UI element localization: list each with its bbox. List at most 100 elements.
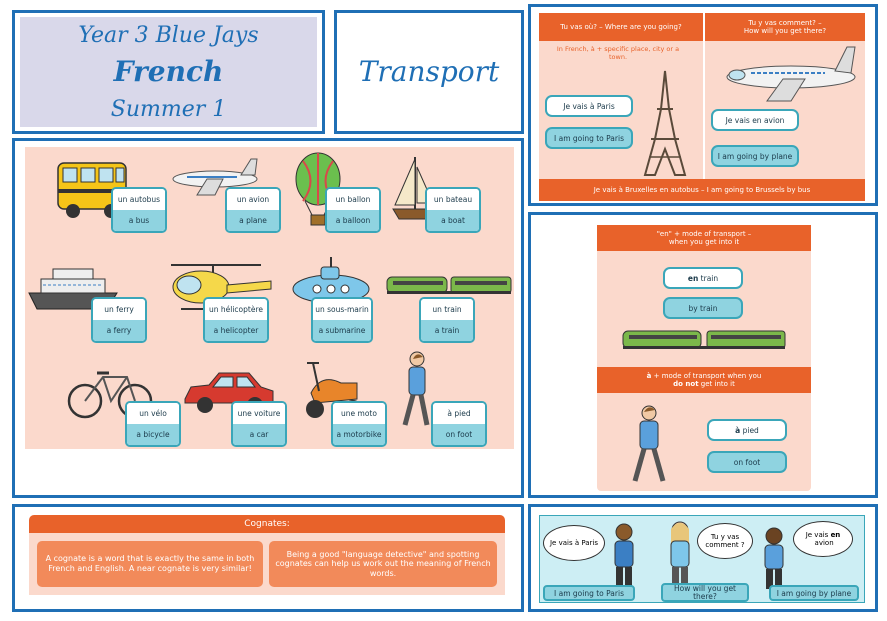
vocab-en: on foot: [433, 424, 485, 445]
vocab-card-plane: un avion a plane: [225, 187, 281, 233]
where-right-background: [705, 13, 865, 201]
a-word: à: [646, 371, 652, 380]
vocab-panel: un autobus a bus un avion a plane un bal…: [12, 138, 524, 498]
where-note: In French, à + specific place, city or a…: [556, 45, 680, 62]
vocab-en: a bicycle: [127, 424, 179, 445]
cognates-title: Cognates:: [29, 515, 505, 533]
vocab-fr: une moto: [333, 403, 385, 424]
by-train-en: by train: [663, 297, 743, 319]
vocab-card-car: une voiture a car: [231, 401, 287, 447]
vocab-en: a ferry: [93, 320, 145, 341]
vocab-en: a balloon: [327, 210, 379, 231]
vocab-card-bicycle: un vélo a bicycle: [125, 401, 181, 447]
a-header-text2: get into it: [698, 380, 735, 388]
en-header-line1: "en" + mode of transport –: [656, 229, 752, 238]
child-3-icon: [764, 527, 784, 589]
vocab-fr: un ferry: [93, 299, 145, 320]
en-word: en: [687, 273, 699, 283]
helicopter-icon: [171, 264, 272, 310]
vocab-fr: une voiture: [233, 403, 285, 424]
cognates-right: Being a good "language detective" and sp…: [269, 541, 497, 587]
where-panel: Tu vas où? – Where are you going? In Fre…: [528, 4, 878, 206]
a-word-2: à: [735, 425, 741, 435]
vocab-en: a plane: [227, 210, 279, 231]
en-header-line2: when you get into it: [668, 238, 740, 246]
walking-person-icon-large: [632, 405, 666, 482]
eiffel-tower-icon: [643, 70, 687, 176]
vocab-card-balloon: un ballon a balloon: [325, 187, 381, 233]
phrase-en-paris: I am going to Paris: [545, 127, 633, 149]
vocab-card-motorbike: une moto a motorbike: [331, 401, 387, 447]
bubble3-post: avion: [812, 539, 834, 547]
en-train-text: train: [698, 273, 719, 283]
vocab-fr: un train: [421, 299, 473, 320]
a-header-line2: do not get into it: [673, 380, 735, 388]
phrase-fr-plane: Je vais en avion: [711, 109, 799, 131]
walking-person-icon: [402, 351, 430, 426]
caption-3: I am going by plane: [769, 585, 859, 601]
term-title: Summer 1: [110, 97, 227, 122]
airplane-icon: [726, 46, 856, 102]
child-2-icon: [670, 521, 690, 587]
vocab-card-submarine: un sous-marin a submarine: [311, 297, 373, 343]
bubble3-text: Je vais en avion: [798, 531, 848, 547]
vocab-fr: un autobus: [113, 189, 165, 210]
en-a-panel: "en" + mode of transport – when you get …: [528, 212, 878, 498]
vocab-fr: un sous-marin: [313, 299, 371, 320]
where-right-header-line1: Tu y vas comment? –: [748, 18, 822, 27]
vocab-fr: un ballon: [327, 189, 379, 210]
vocab-en: a train: [421, 320, 473, 341]
vocab-card-train: un train a train: [419, 297, 475, 343]
title-background: [20, 17, 317, 127]
train-icon-large: [622, 330, 786, 349]
topic-panel: Transport: [334, 10, 524, 134]
vocab-en: a bus: [113, 210, 165, 231]
a-header: à + mode of transport when you do not ge…: [597, 367, 811, 393]
vocab-en: a helicopter: [205, 320, 267, 341]
caption-2: How will you get there?: [661, 583, 749, 602]
vocab-fr: un vélo: [127, 403, 179, 424]
boat-icon: [392, 157, 436, 220]
bus-icon: [57, 162, 127, 218]
en-train-fr: en train: [663, 267, 743, 289]
where-left-header: Tu vas où? – Where are you going?: [539, 13, 703, 41]
vocab-en: a boat: [427, 210, 479, 231]
speech-bubble-2: Tu y vas comment ?: [697, 523, 753, 559]
vocab-card-helicopter: un hélicoptère a helicopter: [203, 297, 269, 343]
vocab-en: a submarine: [313, 320, 371, 341]
dialogue-panel: Je vais à Paris Tu y vas comment ? Je va…: [528, 504, 878, 612]
vocab-fr: un bateau: [427, 189, 479, 210]
where-right-header-line2: How will you get there?: [743, 27, 827, 35]
vocab-en: a car: [233, 424, 285, 445]
vocab-card-ferry: un ferry a ferry: [91, 297, 147, 343]
caption-1: I am going to Paris: [543, 585, 635, 601]
vocab-card-bus: un autobus a bus: [111, 187, 167, 233]
subject-title: French: [113, 55, 224, 88]
vocab-grid: un autobus a bus un avion a plane un bal…: [25, 147, 514, 449]
topic-title: Transport: [358, 55, 500, 88]
title-panel: Year 3 Blue Jays French Summer 1: [12, 10, 325, 134]
where-right-header: Tu y vas comment? – How will you get the…: [705, 13, 865, 41]
train-icon: [386, 276, 512, 294]
en-header: "en" + mode of transport – when you get …: [597, 225, 811, 251]
on-foot-en: on foot: [707, 451, 787, 473]
vocab-card-boat: un bateau a boat: [425, 187, 481, 233]
phrase-fr-paris: Je vais à Paris: [545, 95, 633, 117]
bubble3-bold: en: [830, 531, 841, 539]
speech-bubble-3: Je vais en avion: [793, 521, 853, 557]
vocab-en: a motorbike: [333, 424, 385, 445]
child-1-icon: [614, 523, 634, 589]
a-pied-fr: à pied: [707, 419, 787, 441]
a-pied-text: pied: [740, 425, 759, 435]
class-name: Year 3 Blue Jays: [78, 23, 259, 48]
submarine-icon: [292, 257, 370, 304]
vocab-card-on-foot: à pied on foot: [431, 401, 487, 447]
plane-icon: [172, 158, 258, 196]
do-not-word: do not: [673, 380, 699, 388]
a-header-line1: à + mode of transport when you: [647, 372, 762, 380]
bubble3-pre: Je vais: [805, 531, 831, 539]
speech-bubble-1: Je vais à Paris: [543, 525, 605, 561]
a-header-text1: + mode of transport when you: [651, 371, 762, 380]
bubble1-text: Je vais à Paris: [549, 539, 599, 547]
where-footer: Je vais à Bruxelles en autobus – I am go…: [539, 179, 865, 201]
